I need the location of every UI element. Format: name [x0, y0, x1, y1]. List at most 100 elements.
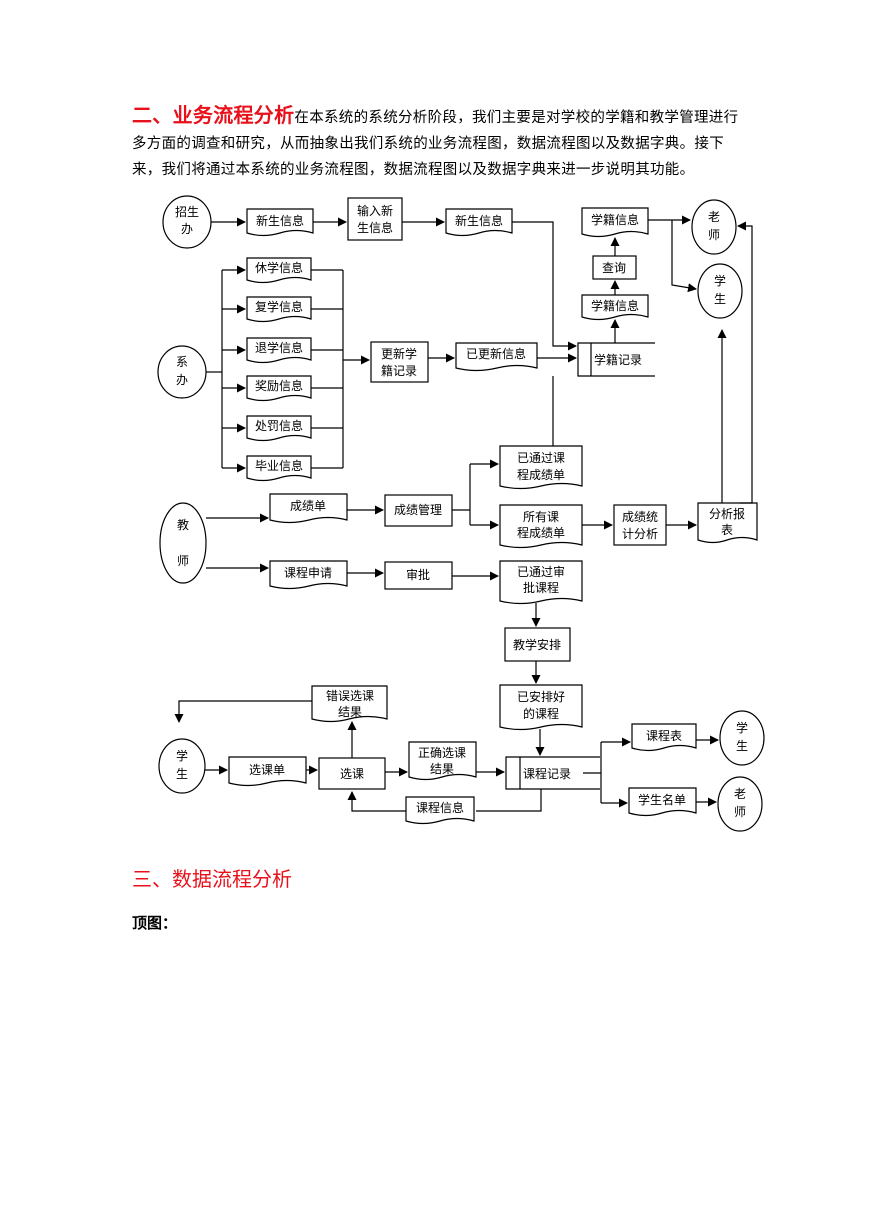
entity-laoshi-top-line1: 老 — [708, 210, 720, 224]
doc-yianpai-line2: 的课程 — [523, 706, 559, 721]
proc-jiaoxue-anpai: 教学安排 — [513, 637, 561, 652]
proc-chaxun: 查询 — [602, 261, 626, 275]
entity-laoshi-top — [691, 199, 737, 255]
doc-xinsheng-2: 新生信息 — [455, 213, 503, 228]
doc-yitongguo-chengji-line2: 程成绩单 — [517, 467, 565, 482]
doc-shape-zhengque-xuanke — [408, 741, 477, 781]
doc-cuowu-xuanke-line1: 错误选课 — [326, 689, 374, 703]
entity-xiban — [157, 345, 207, 399]
doc-xinsheng-1: 新生信息 — [256, 213, 304, 228]
proc-chengji-tongji-line2: 计分析 — [622, 527, 658, 541]
store-shape-xueji — [577, 342, 655, 377]
store-kecheng-record: 课程记录 — [523, 766, 571, 781]
proc-shuru-line2: 生信息 — [357, 220, 393, 235]
doc-xueji-top: 学籍信息 — [591, 212, 639, 227]
doc-shape-yitongguo-shenpi — [499, 560, 583, 605]
store-xueji-record: 学籍记录 — [594, 352, 642, 367]
doc-shape-chengjidan — [269, 493, 348, 524]
doc-yianpai-line1: 已安排好 — [517, 689, 565, 704]
doc-biye: 毕业信息 — [255, 458, 303, 473]
proc-shuru-line1: 输入新 — [357, 203, 393, 218]
doc-yigengxin: 已更新信息 — [466, 346, 526, 361]
doc-shape-fuxue — [246, 296, 312, 323]
doc-zhengque-xuanke-line2: 结果 — [430, 762, 454, 776]
proc-shape-gengxin — [370, 341, 429, 383]
doc-chufa: 处罚信息 — [255, 418, 303, 433]
entity-jiaoshi-line2: 师 — [177, 554, 189, 568]
doc-cuowu-xuanke-line2: 结果 — [338, 705, 362, 719]
entity-xuesheng-left-line2: 生 — [176, 767, 188, 781]
doc-shape-xinsheng-1 — [246, 208, 314, 237]
entity-xuesheng-bottom — [719, 710, 765, 766]
doc-shape-yitongguo-chengji — [499, 445, 583, 490]
doc-shape-cuowu-xuanke — [311, 685, 388, 723]
doc-shape-jiangli — [246, 375, 312, 402]
doc-chengjidan: 成绩单 — [290, 499, 326, 513]
doc-shape-fenxi-baobiao — [697, 502, 758, 544]
entity-xuesheng-left — [158, 738, 206, 794]
doc-xiuxue: 休学信息 — [255, 260, 303, 275]
entity-xuesheng-left-line1: 学 — [176, 748, 188, 763]
doc-kechengbiao: 课程表 — [646, 728, 682, 743]
doc-fenxi-baobiao-line2: 表 — [721, 523, 733, 537]
doc-shape-yigengxin — [455, 342, 538, 372]
doc-kecheng-xinxi: 课程信息 — [416, 800, 464, 815]
entity-laoshi-bottom-line1: 老 — [734, 787, 746, 801]
doc-shape-yianpai — [499, 684, 583, 731]
entity-zhaoshengban-line1: 招生 — [175, 205, 199, 219]
proc-chengji-tongji-line1: 成绩统 — [622, 510, 658, 524]
entity-jiaoshi-line1: 教 — [177, 517, 189, 532]
proc-gengxin-line2: 籍记录 — [381, 363, 417, 378]
proc-xuanke: 选课 — [340, 767, 364, 781]
doc-fuxue: 复学信息 — [255, 299, 303, 314]
entity-xuesheng-top — [697, 263, 743, 319]
doc-shape-suoyou-chengji — [499, 504, 583, 549]
entity-xuesheng-top-line1: 学 — [714, 273, 726, 288]
doc-shape-kecheng-xinxi — [405, 796, 475, 825]
doc-kecheng-shenqing: 课程申请 — [284, 565, 332, 580]
doc-shape-xuankedan — [228, 756, 307, 787]
intro-paragraph: 二、业务流程分析在本系统的系统分析阶段，我们主要是对学校的学籍和教学管理进行多方… — [132, 102, 742, 183]
entity-xiban-line2: 办 — [176, 372, 188, 387]
doc-shape-tuixue — [246, 337, 312, 364]
entity-xiban-line1: 系 — [176, 355, 188, 369]
entity-jiaoshi — [159, 502, 207, 584]
doc-shape-xinsheng-2 — [445, 208, 513, 237]
proc-chengji-guanli: 成绩管理 — [394, 502, 442, 517]
doc-zhengque-xuanke-line1: 正确选课 — [418, 746, 466, 760]
entity-laoshi-bottom — [717, 776, 763, 832]
doc-yitongguo-shenpi-line2: 批课程 — [523, 580, 559, 595]
doc-suoyou-chengji-line1: 所有课 — [523, 510, 559, 524]
entity-xuesheng-top-line2: 生 — [714, 292, 726, 306]
entity-xuesheng-bottom-line1: 学 — [736, 720, 748, 735]
doc-xuesheng-mingdan: 学生名单 — [638, 792, 686, 807]
doc-shape-chufa — [246, 415, 312, 442]
section2-heading: 二、业务流程分析 — [132, 103, 295, 127]
doc-fenxi-baobiao-line1: 分析报 — [709, 506, 745, 521]
proc-gengxin-line1: 更新学 — [381, 346, 417, 361]
doc-shape-biye — [246, 455, 312, 482]
doc-xuankedan: 选课单 — [249, 763, 285, 777]
proc-shape-shuru — [347, 197, 403, 241]
doc-yitongguo-shenpi-line1: 已通过审 — [517, 564, 565, 579]
store-shape-kecheng — [505, 756, 600, 790]
doc-tuixue: 退学信息 — [255, 340, 303, 355]
proc-shape-jiaoxue-anpai — [504, 627, 571, 662]
top-figure-label: 顶图： — [132, 914, 178, 932]
entity-laoshi-top-line2: 师 — [708, 228, 720, 242]
doc-shape-xueji-mid — [581, 294, 649, 321]
doc-suoyou-chengji-line2: 程成绩单 — [517, 525, 565, 540]
doc-xueji-mid: 学籍信息 — [591, 298, 639, 313]
doc-shape-kecheng-shenqing — [269, 560, 348, 590]
entity-zhaoshengban-line2: 办 — [181, 221, 193, 236]
intro-text: 在本系统的系统分析阶段，我们主要是对学校的学籍和教学管理进行多方面的调查和研究，… — [132, 110, 739, 178]
doc-shape-xueji-top — [581, 207, 649, 238]
doc-shape-xiuxue — [246, 257, 312, 284]
doc-shape-kechengbiao — [631, 723, 697, 752]
entity-xuesheng-bottom-line2: 生 — [736, 739, 748, 753]
section3-heading: 三、数据流程分析 — [132, 867, 292, 891]
doc-shape-xuesheng-mingdan — [628, 787, 697, 817]
doc-yitongguo-chengji-line1: 已通过课 — [517, 451, 565, 465]
proc-shenpi: 审批 — [406, 567, 430, 582]
